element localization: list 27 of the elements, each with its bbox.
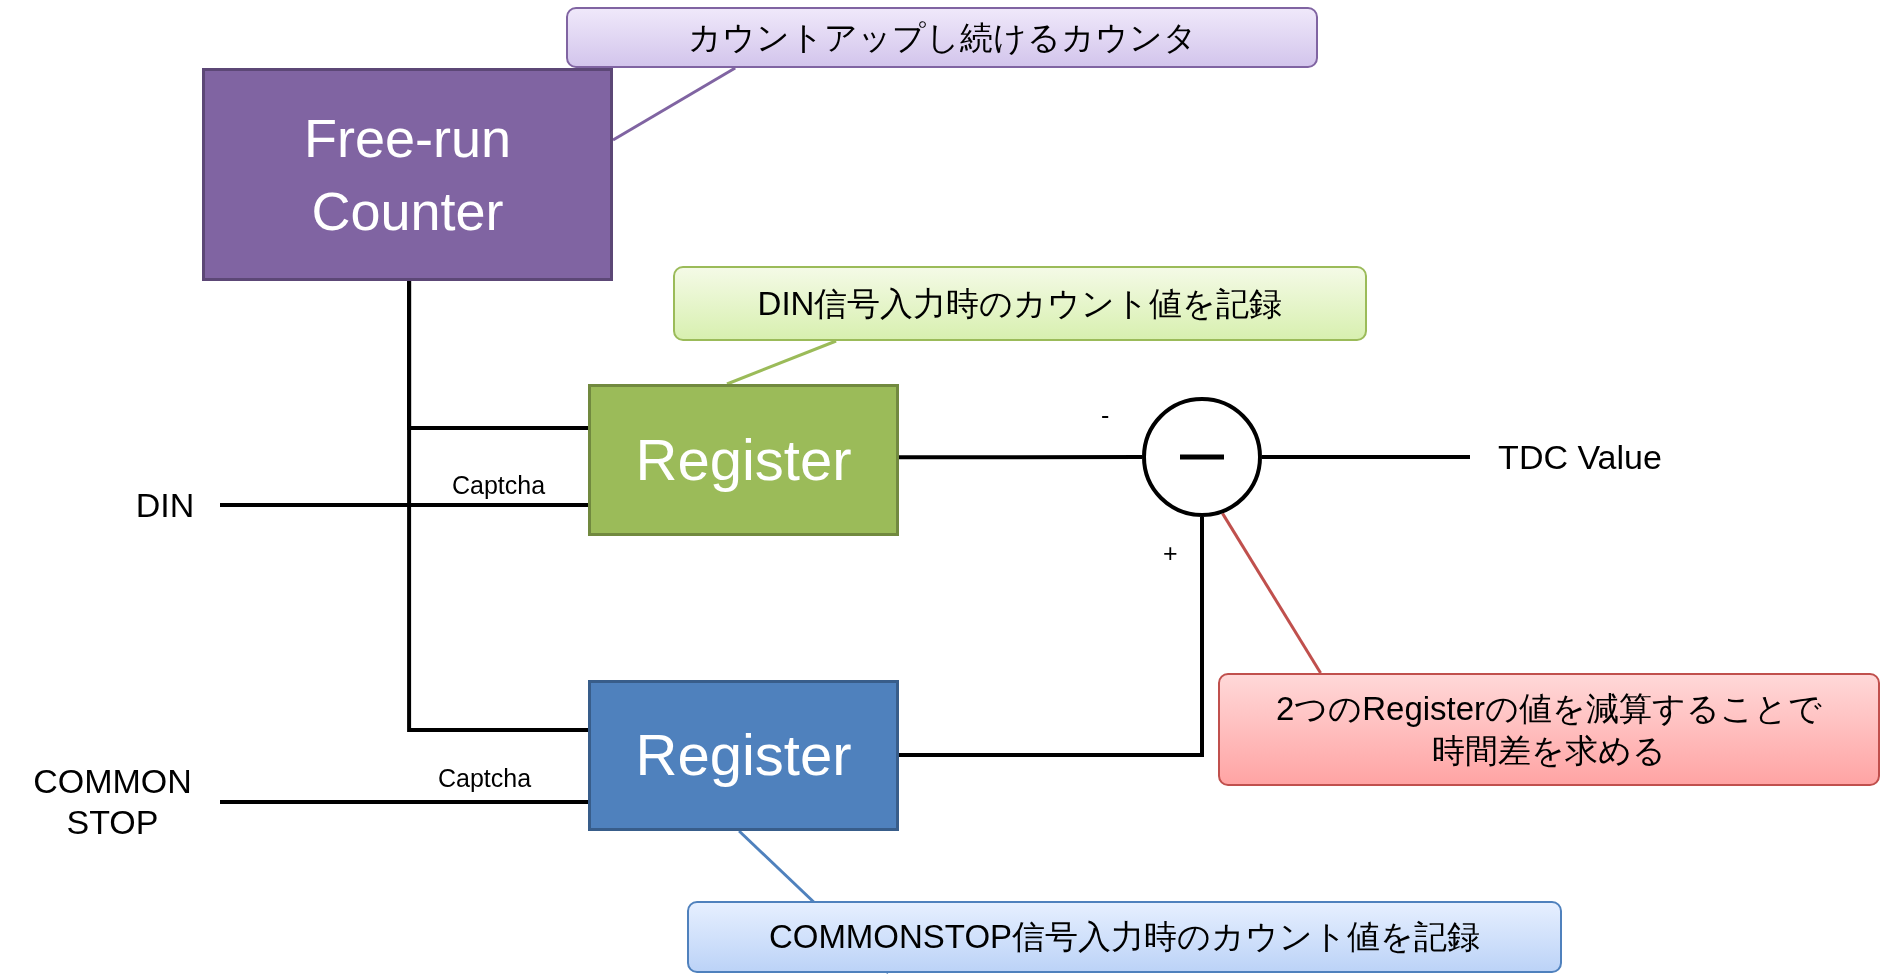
leader-line — [726, 339, 837, 386]
leader-line — [612, 66, 736, 142]
connector-line — [899, 455, 1142, 460]
connector-line — [220, 503, 588, 507]
callout-bubble — [1218, 673, 1880, 786]
callout-bubble — [566, 7, 1318, 68]
connector-line — [899, 517, 1204, 757]
connector-line — [1262, 455, 1470, 459]
block-label: Free-run Counter — [302, 106, 513, 243]
block-label: Register — [634, 721, 853, 790]
block-box — [588, 680, 899, 831]
callout-text: DIN信号入力時のカウント値を記録 — [756, 283, 1284, 324]
block-box — [202, 68, 613, 281]
signal-label: COMMON STOP — [5, 752, 220, 852]
signal-label: DIN — [110, 480, 220, 530]
callout-text: COMMONSTOP信号入力時のカウント値を記録 — [767, 917, 1482, 958]
signal-label: TDC Value — [1470, 432, 1690, 482]
callout-text: カウントアップし続けるカウンタ — [686, 17, 1198, 58]
connector-line — [407, 281, 588, 732]
callout-text: 2つのRegisterの値を減算することで時間差を求める — [1274, 689, 1824, 771]
subtractor-symbol — [1142, 397, 1262, 517]
block-label: Register — [634, 425, 853, 494]
callout-bubble — [673, 266, 1367, 341]
block-box — [588, 384, 899, 536]
connector-line — [220, 800, 588, 804]
leader-line — [1221, 512, 1322, 674]
callout-bubble — [687, 901, 1562, 973]
